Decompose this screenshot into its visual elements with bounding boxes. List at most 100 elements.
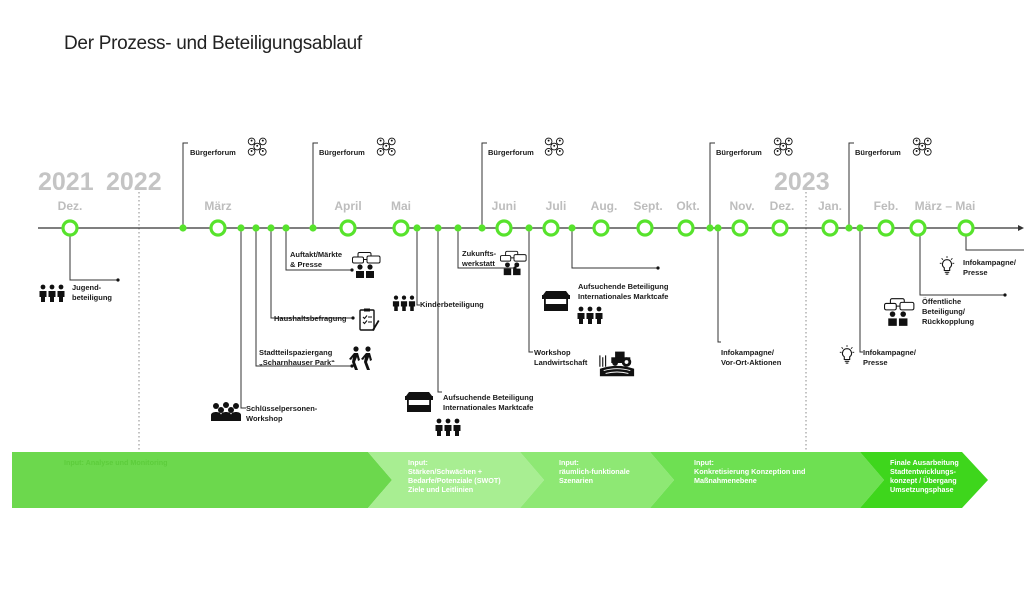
buergerforum-label: Bürgerforum <box>855 148 901 157</box>
connector-end-dots <box>116 266 1007 368</box>
month-label: März – Mai <box>915 199 976 213</box>
lightbulb-icon <box>839 345 855 364</box>
connector-lines <box>69 142 1024 409</box>
buergerforum-label: Bürgerforum <box>190 148 236 157</box>
event-dot <box>525 224 533 232</box>
people-group-icon <box>577 306 603 324</box>
svg-text:Infokampagne/Vor-Ort-Aktionen: Infokampagne/Vor-Ort-Aktionen <box>721 348 782 367</box>
month-marker <box>592 219 610 237</box>
month-label: Dez. <box>770 199 795 213</box>
event-dot <box>434 224 442 232</box>
people-group-icon <box>435 418 461 436</box>
event-schluesselpersonen: Schlüsselpersonen-Workshop <box>211 402 318 423</box>
buergerforum-2: Bürgerforum <box>319 137 396 157</box>
network-people-icon <box>544 137 564 156</box>
event-dot <box>282 224 290 232</box>
event-dot <box>856 224 864 232</box>
buergerforum-label: Bürgerforum <box>319 148 365 157</box>
tractor-field-icon <box>599 350 635 377</box>
event-auftakt: Auftakt/Märkte& Presse <box>290 250 381 278</box>
event-kinderbeteiligung: Kinderbeteiligung <box>392 295 484 311</box>
svg-text:Jugend-beteiligung: Jugend-beteiligung <box>72 283 112 302</box>
buergerforum-label: Bürgerforum <box>488 148 534 157</box>
month-label: Juli <box>546 199 567 213</box>
event-dot <box>454 224 462 232</box>
chat-people-icon <box>884 298 915 326</box>
svg-text:Stadtteilspaziergang„Scharnhau: Stadtteilspaziergang„Scharnhauser Park“ <box>259 348 335 367</box>
phase-1-shape <box>368 452 544 508</box>
event-dot <box>179 224 187 232</box>
event-dot <box>309 224 317 232</box>
phase-3-text: Input: Konkretisierung Konzeption und Ma… <box>694 458 807 485</box>
year-label: 2023 <box>774 168 830 196</box>
svg-text:Infokampagne/Presse: Infokampagne/Presse <box>863 348 917 367</box>
month-label: Dez. <box>58 199 83 213</box>
month-label: Feb. <box>874 199 899 213</box>
network-people-icon <box>247 137 267 156</box>
survey-clipboard-icon <box>359 308 380 332</box>
event-dot <box>706 224 714 232</box>
svg-text:Auftakt/Märkte& Presse: Auftakt/Märkte& Presse <box>290 250 342 269</box>
month-marker <box>909 219 927 237</box>
buergerforum-1: Bürgerforum <box>190 137 267 157</box>
people-group-icon <box>392 295 416 311</box>
page-title: Der Prozess- und Beteiligungsablauf <box>64 33 362 54</box>
month-marker <box>877 219 895 237</box>
market-stall-icon <box>542 291 570 311</box>
month-markers <box>61 219 975 237</box>
event-dot <box>845 224 853 232</box>
lightbulb-icon <box>939 256 955 275</box>
buergerforum-label: Bürgerforum <box>716 148 762 157</box>
month-marker <box>677 219 695 237</box>
event-zukunftswerkstatt: Zukunfts-werkstatt <box>461 249 527 276</box>
chat-people-icon <box>352 252 381 278</box>
phase-2-shape <box>520 452 674 508</box>
timeline-arrow <box>1018 225 1024 231</box>
phase-3-shape <box>650 452 884 508</box>
phase-4-text: Finale Ausarbeitung Stadtentwicklungs- k… <box>890 458 961 494</box>
month-label: April <box>334 199 361 213</box>
year-label: 2021 <box>38 168 94 196</box>
svg-text:Zukunfts-werkstatt: Zukunfts-werkstatt <box>461 249 497 268</box>
month-label: Okt. <box>676 199 699 213</box>
event-dot <box>413 224 421 232</box>
phase-4-shape <box>860 452 988 508</box>
year-label: 2022 <box>106 168 162 196</box>
month-marker <box>61 219 79 237</box>
month-marker <box>771 219 789 237</box>
month-marker <box>209 219 227 237</box>
svg-text:Schlüsselpersonen-Workshop: Schlüsselpersonen-Workshop <box>246 404 318 423</box>
event-haushaltsbefragung: Haushaltsbefragung <box>274 308 380 332</box>
svg-text:Haushaltsbefragung: Haushaltsbefragung <box>274 314 347 323</box>
month-marker <box>392 219 410 237</box>
month-marker <box>495 219 513 237</box>
svg-text:Kinderbeteiligung: Kinderbeteiligung <box>420 300 484 309</box>
phase-band: Input: Analyse und Monitoring Input: Stä… <box>12 452 988 508</box>
event-dot <box>478 224 486 232</box>
event-dots <box>179 224 864 232</box>
month-label: Sept. <box>633 199 662 213</box>
phase-0-shape <box>12 452 392 508</box>
phase-1-text: Input: Stärken/Schwächen + Bedarfe/Poten… <box>408 458 503 494</box>
network-people-icon <box>912 137 932 156</box>
month-label: Aug. <box>591 199 618 213</box>
network-people-icon <box>773 137 793 156</box>
phase-2-text: Input: räumlich-funktionale Szenarien <box>559 458 632 485</box>
people-group-icon <box>39 284 65 302</box>
month-label: März <box>204 199 231 213</box>
event-infokampagne-jan: Infokampagne/Presse <box>839 345 917 367</box>
buergerforum-3: Bürgerforum <box>488 137 564 157</box>
month-label: Mai <box>391 199 411 213</box>
event-stadtteilspaziergang: Stadtteilspaziergang„Scharnhauser Park“ <box>259 346 372 370</box>
event-dot <box>714 224 722 232</box>
buergerforum-4: Bürgerforum <box>716 137 793 157</box>
event-dot <box>568 224 576 232</box>
